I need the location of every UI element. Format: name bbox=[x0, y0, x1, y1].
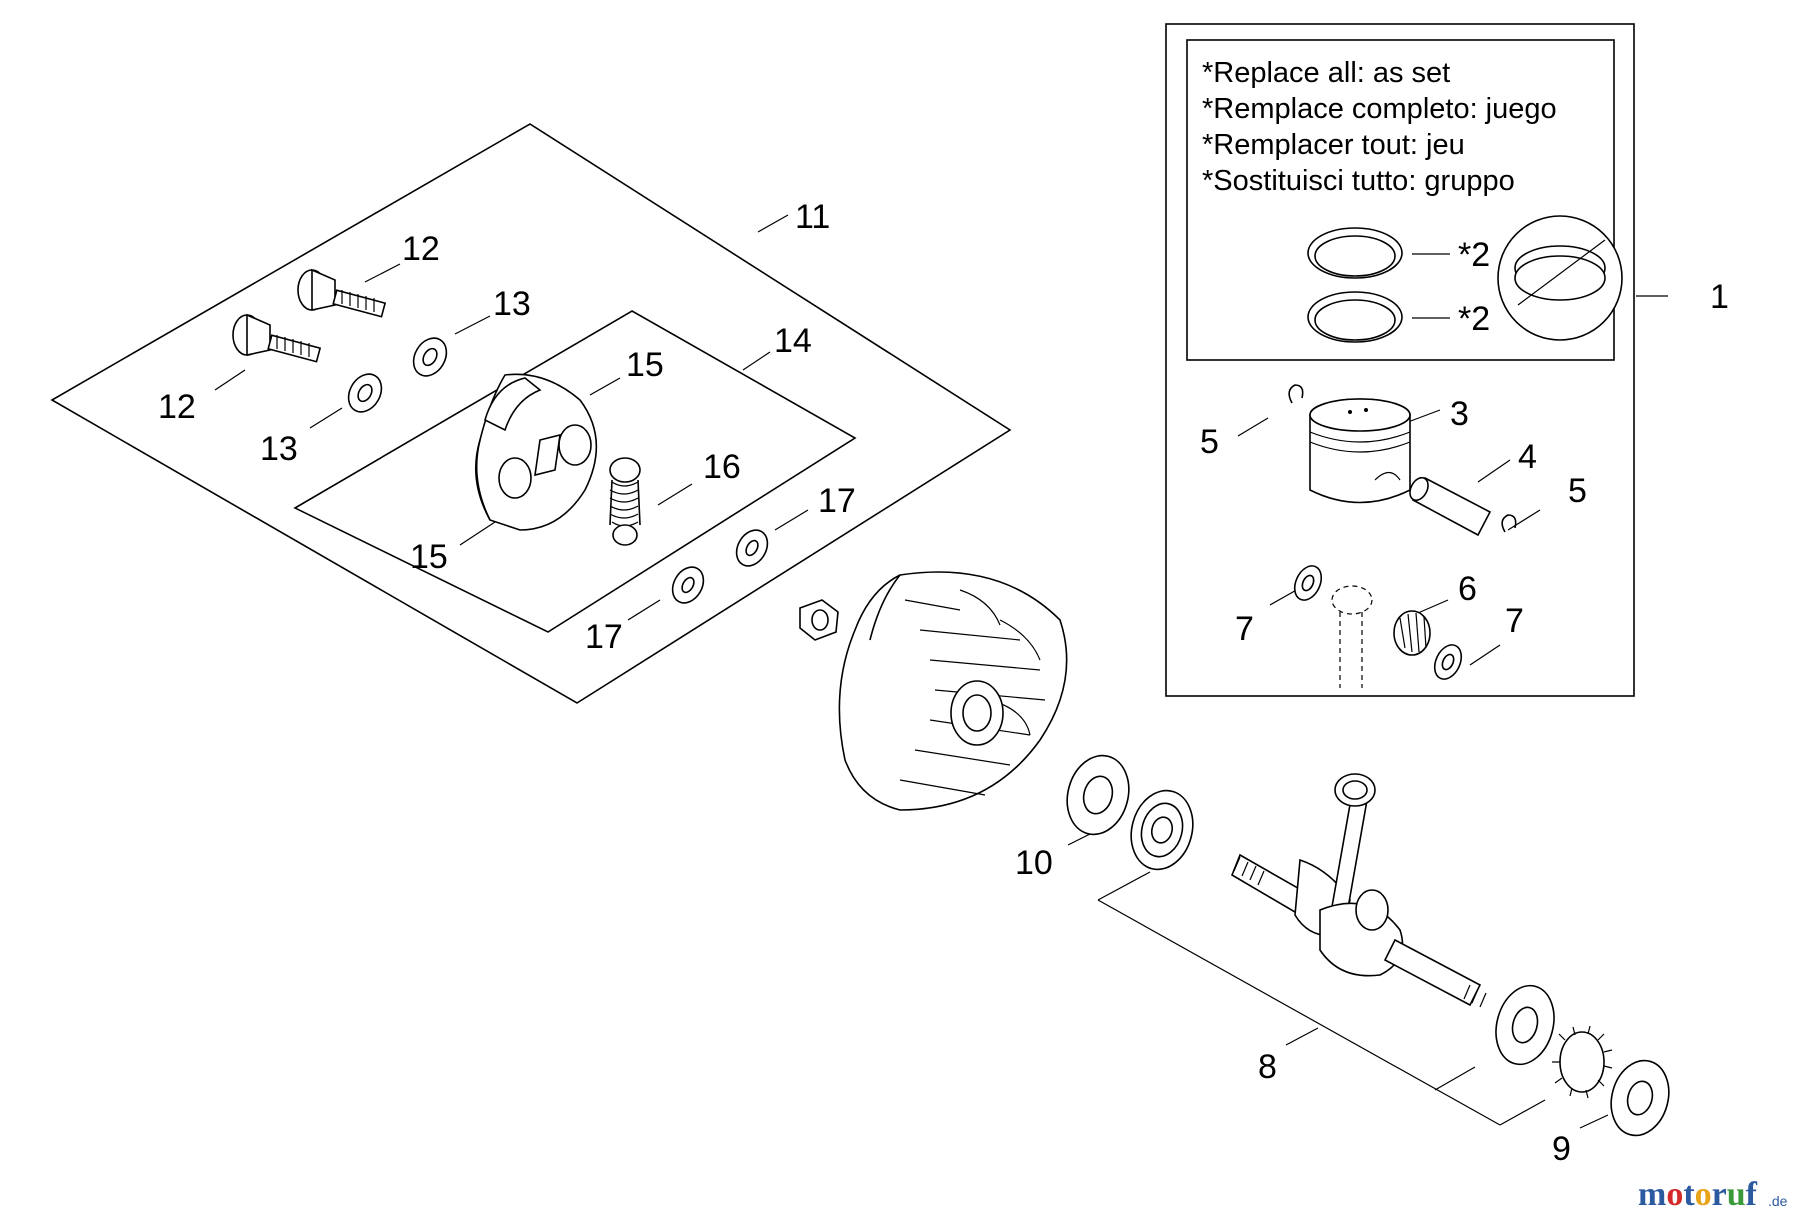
watermark-text: motoruf bbox=[1638, 1176, 1758, 1213]
washer-13-lower bbox=[347, 373, 383, 413]
small-end-dashed bbox=[1331, 585, 1373, 688]
thrust-washer-right bbox=[1433, 644, 1463, 680]
clutch-shoe-frame bbox=[293, 310, 857, 633]
washer-13-upper bbox=[412, 337, 448, 377]
clutch-spring bbox=[609, 457, 641, 546]
needle-bearing bbox=[1393, 610, 1431, 656]
replacement-notes: *Replace all: as set *Remplace completo:… bbox=[1202, 57, 1557, 197]
circlip-right bbox=[1501, 514, 1517, 533]
label-5: 5 bbox=[1200, 423, 1219, 461]
washer-17-lower bbox=[671, 566, 705, 604]
crankshaft-bracket bbox=[1097, 871, 1546, 1126]
clutch-bolt-lower bbox=[232, 313, 322, 363]
label-15: 15 bbox=[626, 346, 664, 384]
bearing-9 bbox=[1610, 1059, 1670, 1137]
label-8: 8 bbox=[1258, 1048, 1277, 1086]
watermark-suffix: .de bbox=[1768, 1193, 1788, 1209]
flywheel bbox=[838, 571, 1068, 811]
note-line: *Sostituisci tutto: gruppo bbox=[1202, 165, 1515, 197]
bearing-right bbox=[1495, 984, 1555, 1066]
clutch-bolt-upper bbox=[297, 268, 387, 318]
label-17: 17 bbox=[585, 618, 623, 656]
piston-pin bbox=[1409, 476, 1492, 537]
label-7: 7 bbox=[1505, 602, 1524, 640]
label-11: 11 bbox=[795, 198, 830, 236]
note-line: *Remplace completo: juego bbox=[1202, 93, 1557, 125]
clutch-shoes bbox=[475, 373, 598, 531]
label-13: 13 bbox=[260, 430, 298, 468]
label-10: 10 bbox=[1015, 844, 1053, 882]
part-labels: 11 12 12 13 13 14 15 15 16 17 17 10 8 9 … bbox=[158, 198, 1729, 1168]
note-line: *Remplacer tout: jeu bbox=[1202, 129, 1465, 161]
bearing-10-inner bbox=[1130, 789, 1194, 871]
washer-17-upper bbox=[735, 529, 769, 567]
piston-ring-set-frame bbox=[1186, 39, 1615, 361]
note-line: *Replace all: as set bbox=[1202, 57, 1450, 89]
watermark-logo: motoruf .de bbox=[1638, 1176, 1788, 1213]
piston bbox=[1309, 398, 1411, 504]
piston-ring-lower bbox=[1307, 291, 1403, 343]
label-3: 3 bbox=[1450, 395, 1469, 433]
flywheel-nut bbox=[799, 599, 839, 641]
label-15: 15 bbox=[410, 538, 448, 576]
label-5: 5 bbox=[1568, 472, 1587, 510]
circlip-left bbox=[1288, 384, 1304, 404]
clutch-kit-frame bbox=[50, 123, 1012, 704]
label-12: 12 bbox=[402, 230, 440, 268]
label-16: 16 bbox=[703, 448, 741, 486]
ring-detail-circle bbox=[1497, 215, 1623, 341]
label-1: 1 bbox=[1710, 278, 1729, 316]
label-7: 7 bbox=[1235, 610, 1254, 648]
label-2: *2 bbox=[1458, 236, 1490, 274]
label-6: 6 bbox=[1458, 570, 1477, 608]
label-13: 13 bbox=[493, 285, 531, 323]
piston-kit-frame bbox=[1165, 23, 1635, 697]
crankshaft bbox=[1231, 773, 1487, 1008]
bearing-10-outer bbox=[1066, 754, 1130, 836]
label-17: 17 bbox=[818, 482, 856, 520]
label-12: 12 bbox=[158, 388, 196, 426]
label-4: 4 bbox=[1518, 438, 1537, 476]
label-9: 9 bbox=[1552, 1130, 1571, 1168]
oil-pump-gear bbox=[1552, 1025, 1613, 1099]
label-14: 14 bbox=[774, 322, 812, 360]
label-2: *2 bbox=[1458, 300, 1490, 338]
piston-ring-upper bbox=[1307, 227, 1403, 279]
thrust-washer-left bbox=[1293, 565, 1323, 601]
